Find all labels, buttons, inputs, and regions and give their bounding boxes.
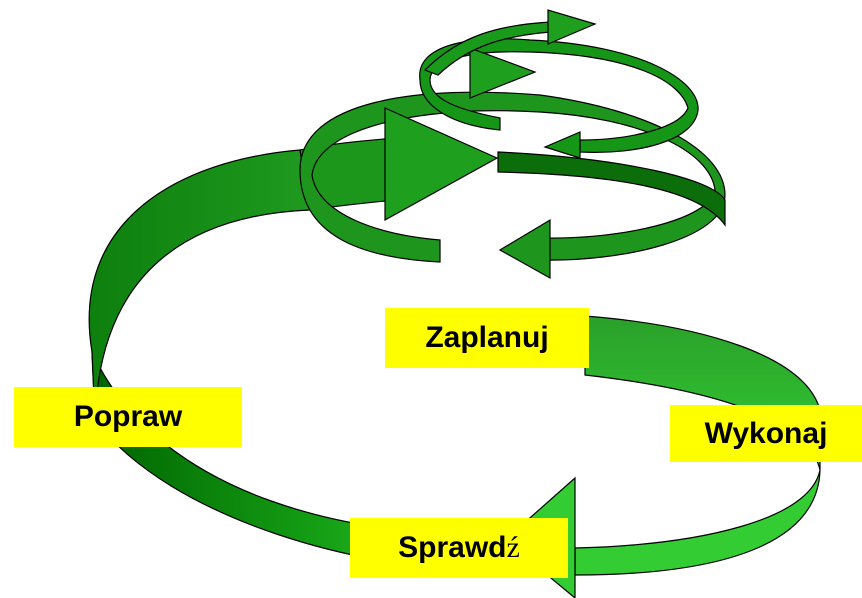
loop3-left-arrowhead [543, 131, 581, 159]
label-do: Wykonaj [670, 405, 862, 462]
label-plan: Zaplanuj [385, 308, 589, 368]
label-check-text: Sprawd [398, 531, 507, 564]
label-act: Popraw [14, 387, 242, 447]
rising-arrowhead [384, 107, 499, 222]
loop1-bottom-band [574, 469, 821, 576]
label-check-last-letter: ź [506, 531, 520, 564]
spiral-rising-arc [88, 149, 311, 421]
label-do-text: Wykonaj [704, 416, 828, 450]
label-act-text: Popraw [73, 400, 183, 433]
loop2-underside [497, 151, 726, 227]
loop3-right-arrowhead [469, 47, 537, 99]
loop3-band [419, 38, 699, 153]
spiral-tail-arrowhead [547, 9, 597, 45]
label-plan-text: Zaplanuj [425, 321, 549, 354]
loop2-arrowhead [498, 218, 551, 280]
